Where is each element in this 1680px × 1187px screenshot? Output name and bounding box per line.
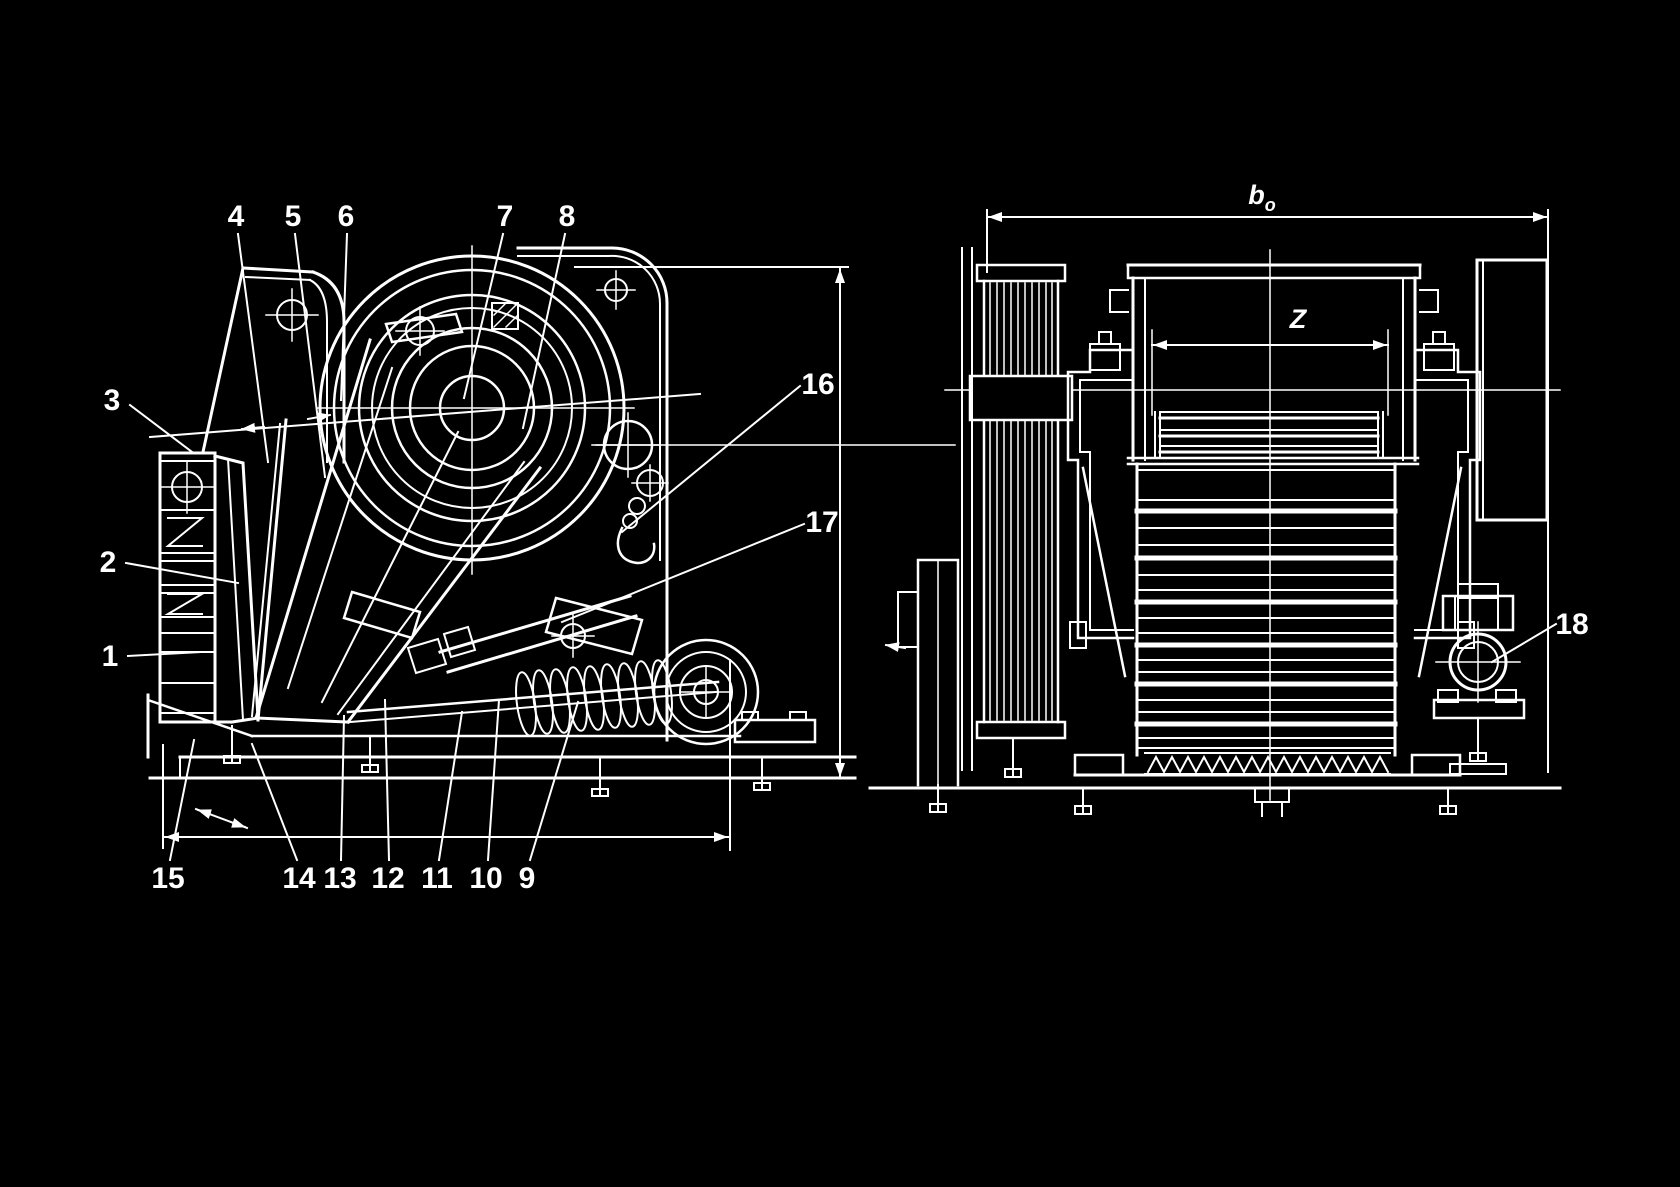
callout-18-label: 18 <box>1555 608 1588 641</box>
callout-3: 3 <box>104 384 194 454</box>
rear-sheave-icon <box>652 638 760 746</box>
callout-11-label: 11 <box>421 862 453 895</box>
callout-9: 9 <box>519 700 580 895</box>
callout-2-label: 2 <box>100 546 117 579</box>
callout-7-label: 7 <box>497 200 514 233</box>
guard-edge-lines <box>961 247 973 771</box>
callout-2: 2 <box>100 546 240 585</box>
callout-4-label: 4 <box>228 200 245 233</box>
bolt-crosshair-icon <box>551 614 595 658</box>
callout-15-label: 15 <box>151 862 184 895</box>
bearing-pedestal <box>1432 583 1526 775</box>
shackle-hook-icon <box>595 412 669 565</box>
callout-13-label: 13 <box>323 862 356 895</box>
stroke-dimension <box>194 807 249 830</box>
callout-7: 7 <box>462 200 514 400</box>
callout-10: 10 <box>469 698 503 895</box>
bolt-crosshair-icon <box>395 306 445 356</box>
vbelt-pulley <box>968 263 1074 778</box>
rear-frame-plate <box>491 246 669 742</box>
callout-1-label: 1 <box>102 640 119 673</box>
fixed-jaw-wall <box>158 451 234 724</box>
bolt-crosshair-icon <box>596 270 636 310</box>
callouts: 1 2 3 4 5 6 7 8 <box>100 200 1589 895</box>
height-dimension <box>574 266 849 779</box>
callout-9-label: 9 <box>519 862 536 895</box>
opening-width-dimension: Z <box>1151 304 1389 416</box>
side-view-drawing <box>146 245 956 851</box>
right-flywheel <box>1475 258 1549 522</box>
callout-6: 6 <box>338 200 355 402</box>
callout-6-label: 6 <box>338 200 355 233</box>
callout-16-label: 16 <box>801 368 834 401</box>
callout-8: 8 <box>521 200 576 430</box>
callout-18: 18 <box>1490 608 1589 664</box>
callout-13: 13 <box>323 714 357 895</box>
length-dimension <box>162 659 731 851</box>
anchor-bolt-icon <box>223 725 771 797</box>
lifting-lug-icon <box>491 301 520 330</box>
callout-4: 4 <box>228 200 270 464</box>
callout-17-label: 17 <box>805 506 838 539</box>
callout-15: 15 <box>151 738 196 895</box>
bearing-housing-left <box>1066 331 1135 649</box>
fixed-jaw-plate <box>213 454 260 724</box>
callout-8-label: 8 <box>559 200 576 233</box>
tension-rod-spring <box>346 659 720 737</box>
pulley-hub <box>968 374 1074 422</box>
swing-jaw-pitman <box>250 306 543 725</box>
toggle-mechanism <box>406 594 644 675</box>
dimension-z-label: Z <box>1289 304 1308 334</box>
callout-17: 17 <box>560 506 839 624</box>
callout-5: 5 <box>285 200 327 479</box>
callout-10-label: 10 <box>469 862 502 895</box>
bolt-crosshair-icon <box>265 288 319 342</box>
callout-3-label: 3 <box>104 384 121 417</box>
callout-12: 12 <box>371 698 405 895</box>
callout-12-label: 12 <box>371 862 404 895</box>
callout-5-label: 5 <box>285 200 302 233</box>
callout-14: 14 <box>250 742 316 895</box>
callout-16: 16 <box>620 368 835 534</box>
callout-1: 1 <box>102 640 202 673</box>
bearing-housing-right <box>1413 331 1482 649</box>
callout-14-label: 14 <box>282 862 316 895</box>
end-view-drawing: bo <box>868 180 1562 817</box>
bolt-crosshair-icon <box>160 460 214 514</box>
callout-11: 11 <box>421 710 464 895</box>
base-frame <box>146 693 857 797</box>
dimension-b0-label: bo <box>1248 180 1276 215</box>
feed-opening-dimension <box>148 392 702 439</box>
left-stand <box>884 558 960 813</box>
crusher-body <box>1073 263 1463 817</box>
